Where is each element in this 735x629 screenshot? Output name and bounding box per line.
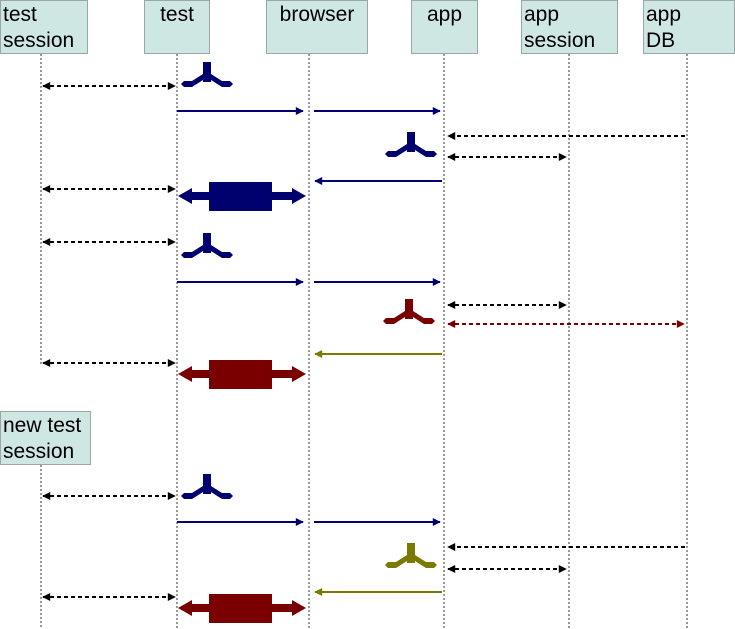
- participant-browser: browser: [266, 0, 368, 54]
- participant-app-session: app session: [521, 0, 618, 54]
- fork-icon: [383, 299, 435, 330]
- participant-test-session: test session: [0, 0, 88, 54]
- fork-icon: [385, 543, 437, 574]
- participant-app: app: [411, 0, 478, 54]
- fork-icon: [181, 62, 233, 93]
- participant-new-test-session: new test session: [0, 411, 91, 465]
- page-load-arrow: [178, 182, 306, 211]
- fork-icon: [385, 132, 437, 163]
- page-load-arrow: [178, 594, 306, 623]
- page-load-arrow: [178, 360, 306, 389]
- participant-test: test: [144, 0, 210, 54]
- lifelines: [40, 54, 688, 629]
- fork-icon: [181, 233, 233, 264]
- participant-app-db: app DB: [643, 0, 735, 54]
- fork-icon: [181, 474, 233, 505]
